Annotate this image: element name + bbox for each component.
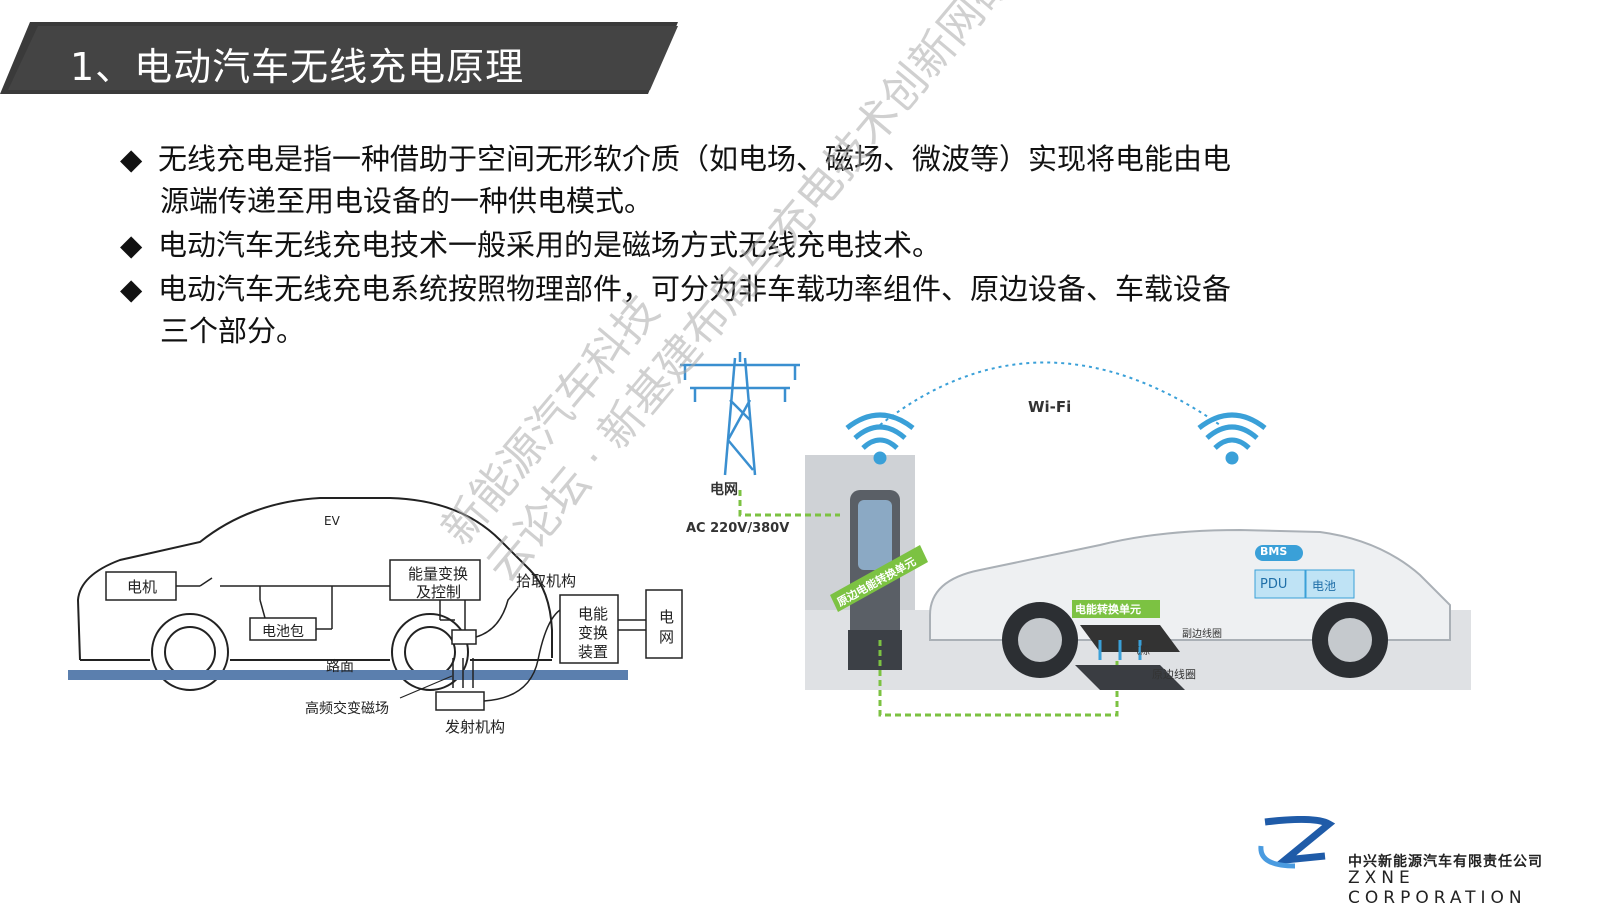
secondary-coil-label: 副边线圈 — [1182, 629, 1222, 640]
airgap-label: 气隙 — [1130, 646, 1150, 657]
ac-voltage-label: AC 220V/380V — [686, 521, 790, 536]
pdu-box — [1254, 569, 1306, 599]
battery-pack-box — [1305, 569, 1355, 599]
vehicle-unit-tag — [1072, 600, 1160, 618]
bullet-3: ◆ 电动汽车无线充电系统按照物理部件，可分为非车载功率组件、原边设备、车载设备 — [120, 268, 1420, 310]
company-name-en: ZXNE CORPORATION — [1348, 868, 1527, 908]
bms-badge — [1255, 545, 1303, 561]
bms-label: BMS — [1260, 545, 1288, 558]
power-conv-label-2: 变换 — [578, 624, 609, 642]
bullet-mark: ◆ — [120, 272, 143, 306]
title-banner-shape — [0, 22, 678, 94]
wifi-icon-left — [845, 412, 915, 465]
bullet-mark: ◆ — [120, 142, 143, 176]
primary-coil-label: 原边线圈 — [1152, 668, 1196, 681]
wifi-arc — [879, 361, 1221, 426]
energy-conv-box — [389, 559, 481, 601]
bullet-2: ◆ 电动汽车无线充电技术一般采用的是磁场方式无线充电技术。 — [120, 224, 1420, 266]
pickup-label: 拾取机构 — [516, 572, 577, 590]
power-conv-label-3: 装置 — [578, 643, 609, 661]
road-label: 路面 — [326, 659, 354, 675]
tower-icon — [680, 352, 800, 476]
secondary-coil — [1080, 625, 1180, 652]
primary-unit-tag — [830, 545, 928, 612]
pickup-coil — [451, 629, 477, 645]
title-banner — [0, 22, 700, 94]
bullet-3-line-2: 三个部分。 — [160, 314, 306, 348]
bullet-1-line-1: 无线充电是指一种借助于空间无形软介质（如电场、磁场、微波等）实现将电能由电 — [158, 142, 1232, 176]
transmitter-box — [435, 691, 485, 711]
car-body-outline — [76, 497, 553, 661]
zxne-logo-icon — [1258, 816, 1336, 869]
bullet-1: ◆ 无线充电是指一种借助于空间无形软介质（如电场、磁场、微波等）实现将电能由电 — [120, 138, 1420, 180]
primary-coil — [1075, 665, 1185, 690]
energy-conv-label-2: 及控制 — [416, 583, 462, 601]
wifi-label: Wi-Fi — [1028, 398, 1072, 416]
battery-pack-label: 电池 — [1312, 579, 1337, 593]
grid-tower-label: 电网 — [710, 482, 738, 498]
page-title: 1、电动汽车无线充电原理 — [70, 45, 525, 89]
wireless-charging-illustration — [680, 352, 1471, 717]
energy-conv-label-1: 能量变换 — [408, 565, 469, 583]
road-bar — [68, 670, 628, 680]
company-name-cn: 中兴新能源汽车有限责任公司 — [1348, 854, 1543, 870]
field-arrows — [452, 658, 474, 688]
airgap-arrows — [1098, 640, 1142, 660]
vehicle-unit-label: 电能转换单元 — [1075, 603, 1141, 616]
battery-label: 电池包 — [262, 624, 304, 640]
motor-label: 电机 — [127, 578, 158, 596]
hf-field-label: 高频交变磁场 — [305, 701, 389, 717]
ev-label: EV — [324, 514, 340, 528]
transmitter-label: 发射机构 — [445, 718, 506, 736]
grid-label-1: 电 — [659, 608, 675, 626]
bullet-mark: ◆ — [120, 228, 143, 262]
power-conv-box — [559, 594, 619, 664]
bullet-2-line-1: 电动汽车无线充电技术一般采用的是磁场方式无线充电技术。 — [158, 228, 942, 262]
grid-label-2: 网 — [659, 628, 675, 646]
pdu-label: PDU — [1260, 577, 1288, 592]
power-conv-label-1: 电能 — [578, 605, 609, 623]
bullet-1-line-2: 源端传递至用电设备的一种供电模式。 — [160, 184, 654, 218]
bullet-3-line-1: 电动汽车无线充电系统按照物理部件，可分为非车载功率组件、原边设备、车载设备 — [158, 272, 1232, 306]
grid-box — [645, 589, 683, 659]
ev-schematic-diagram — [68, 497, 683, 711]
wifi-icon-right — [1197, 412, 1267, 465]
motor-box — [105, 571, 177, 601]
